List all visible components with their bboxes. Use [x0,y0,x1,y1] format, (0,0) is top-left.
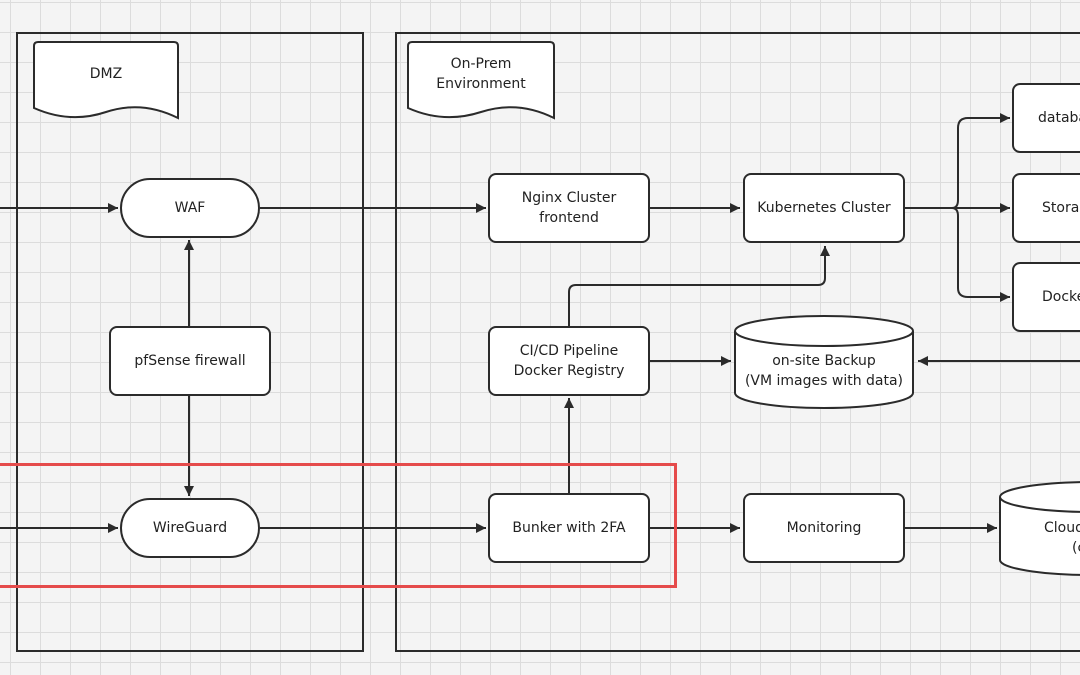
kubernetes-label: Kubernetes Cluster [757,200,891,216]
storage-node[interactable]: Storag [1012,173,1080,243]
edge-cicd-to-kubernetes [568,246,830,326]
bunker-node[interactable]: Bunker with 2FA [488,493,650,563]
docker-node[interactable]: Docke [1012,262,1080,332]
cicd-label-line-2: Docker Registry [513,363,625,379]
pfsense-firewall-node[interactable]: pfSense firewall [109,326,271,396]
waf-node[interactable]: WAF [120,178,260,238]
database-label: databa [1038,110,1080,126]
dmz-label: DMZ [89,66,123,82]
onprem-label: On-Prem Environment [436,56,526,92]
monitoring-label: Monitoring [786,520,862,536]
backup-cylinder[interactable] [734,315,914,409]
nginx-label-line-1: Nginx Cluster [521,190,617,206]
backup-label: on-site Backup (VM images with data) [744,353,904,389]
edge-kubernetes-to-docker [951,207,1010,302]
bunker-label: Bunker with 2FA [512,520,626,536]
monitoring-node[interactable]: Monitoring [743,493,905,563]
onprem-note-shape [407,41,555,120]
highlight-selection-frame [0,463,677,588]
wireguard-node[interactable]: WireGuard [120,498,260,558]
nginx-cluster-node[interactable]: Nginx Cluster frontend [488,173,650,243]
nginx-label-line-2: frontend [539,210,599,226]
cloud-label: Cloud (c [1044,520,1080,556]
waf-label: WAF [174,200,206,216]
dmz-note-shape [33,41,179,120]
database-node[interactable]: databa [1012,83,1080,153]
cicd-pipeline-node[interactable]: CI/CD Pipeline Docker Registry [488,326,650,396]
dmz-zone [16,32,364,652]
cicd-label-line-1: CI/CD Pipeline [519,343,619,359]
kubernetes-cluster-node[interactable]: Kubernetes Cluster [743,173,905,243]
wireguard-label: WireGuard [152,520,228,536]
pfsense-label: pfSense firewall [134,353,246,369]
onprem-zone [395,32,1080,652]
storage-label: Storag [1042,200,1080,216]
cloud-cylinder[interactable] [999,481,1080,576]
docker-label: Docke [1042,289,1080,305]
